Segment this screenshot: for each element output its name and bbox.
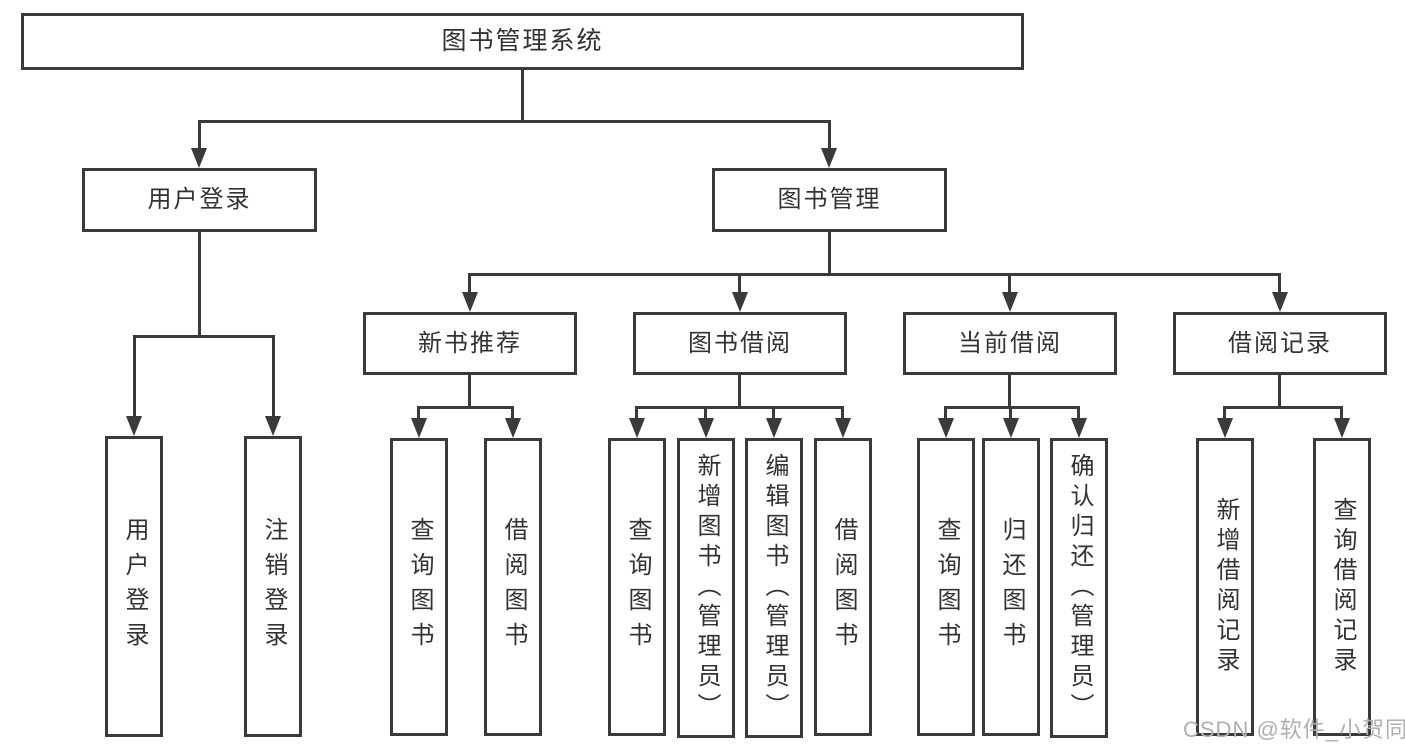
connector-line	[1278, 273, 1281, 294]
connector-line	[738, 375, 741, 409]
arrow-down-icon	[629, 418, 645, 438]
arrow-down-icon	[698, 418, 714, 438]
connector-line	[828, 232, 831, 276]
connector-line	[772, 406, 775, 420]
arrow-down-icon	[126, 416, 142, 436]
connector-line	[635, 406, 844, 409]
connector-line	[1278, 375, 1281, 409]
arrow-down-icon	[938, 418, 954, 438]
arrow-down-icon	[1003, 418, 1019, 438]
connector-line	[468, 273, 1281, 276]
connector-line	[272, 335, 275, 418]
arrow-down-icon	[1272, 292, 1288, 312]
connector-line	[704, 406, 707, 420]
leaf-logout: 注销登录	[244, 436, 302, 737]
connector-line	[1008, 375, 1011, 409]
leaf-borrow-query-book: 查询图书	[608, 438, 666, 736]
connector-line	[198, 120, 831, 123]
arrow-down-icon	[835, 418, 851, 438]
leaf-current-query-book: 查询图书	[917, 438, 975, 736]
node-book-management: 图书管理	[712, 168, 947, 232]
leaf-query-borrow-record: 查询借阅记录	[1313, 438, 1371, 736]
arrow-down-icon	[1002, 292, 1018, 312]
connector-line	[133, 335, 275, 338]
node-borrow-records: 借阅记录	[1173, 312, 1387, 375]
connector-line	[1008, 273, 1011, 294]
connector-line	[1223, 406, 1343, 409]
arrow-down-icon	[1217, 418, 1233, 438]
connector-line	[738, 273, 741, 294]
leaf-recommend-query-book: 查询图书	[390, 438, 448, 736]
watermark: CSDN @软件_小贺同学	[1183, 717, 1405, 742]
arrow-down-icon	[191, 148, 207, 168]
connector-line	[198, 232, 201, 338]
leaf-edit-book-admin: 编辑图书（管理员）	[745, 438, 803, 738]
arrow-down-icon	[1334, 418, 1350, 438]
connector-line	[944, 406, 1080, 409]
connector-line	[635, 406, 638, 420]
connector-line	[511, 406, 514, 420]
arrow-down-icon	[505, 418, 521, 438]
arrow-down-icon	[411, 418, 427, 438]
arrow-down-icon	[766, 418, 782, 438]
arrow-down-icon	[265, 416, 281, 436]
node-current-borrow: 当前借阅	[903, 312, 1117, 375]
connector-line	[1223, 406, 1226, 420]
connector-line	[841, 406, 844, 420]
connector-line	[417, 406, 420, 420]
leaf-return-book: 归还图书	[982, 438, 1040, 736]
connector-line	[468, 273, 471, 294]
connector-line	[468, 375, 471, 409]
connector-line	[1009, 406, 1012, 420]
connector-line	[198, 120, 201, 150]
leaf-borrow-book: 借阅图书	[814, 438, 872, 736]
leaf-user-login: 用户登录	[105, 436, 163, 737]
arrow-down-icon	[1071, 418, 1087, 438]
arrow-down-icon	[732, 292, 748, 312]
connector-line	[1077, 406, 1080, 420]
node-book-borrow: 图书借阅	[633, 312, 847, 375]
node-new-book-recommend: 新书推荐	[363, 312, 577, 375]
connector-line	[828, 120, 831, 150]
connector-line	[944, 406, 947, 420]
connector-line	[133, 335, 136, 418]
arrow-down-icon	[462, 292, 478, 312]
connector-line	[521, 70, 524, 120]
arrow-down-icon	[821, 148, 837, 168]
node-root: 图书管理系统	[21, 13, 1024, 70]
leaf-add-borrow-record: 新增借阅记录	[1196, 438, 1254, 736]
connector-line	[1340, 406, 1343, 420]
leaf-confirm-return-admin: 确认归还（管理员）	[1050, 438, 1108, 738]
leaf-recommend-borrow-book: 借阅图书	[484, 438, 542, 736]
connector-line	[417, 406, 514, 409]
leaf-add-book-admin: 新增图书（管理员）	[677, 438, 735, 738]
node-user-login: 用户登录	[82, 168, 317, 232]
